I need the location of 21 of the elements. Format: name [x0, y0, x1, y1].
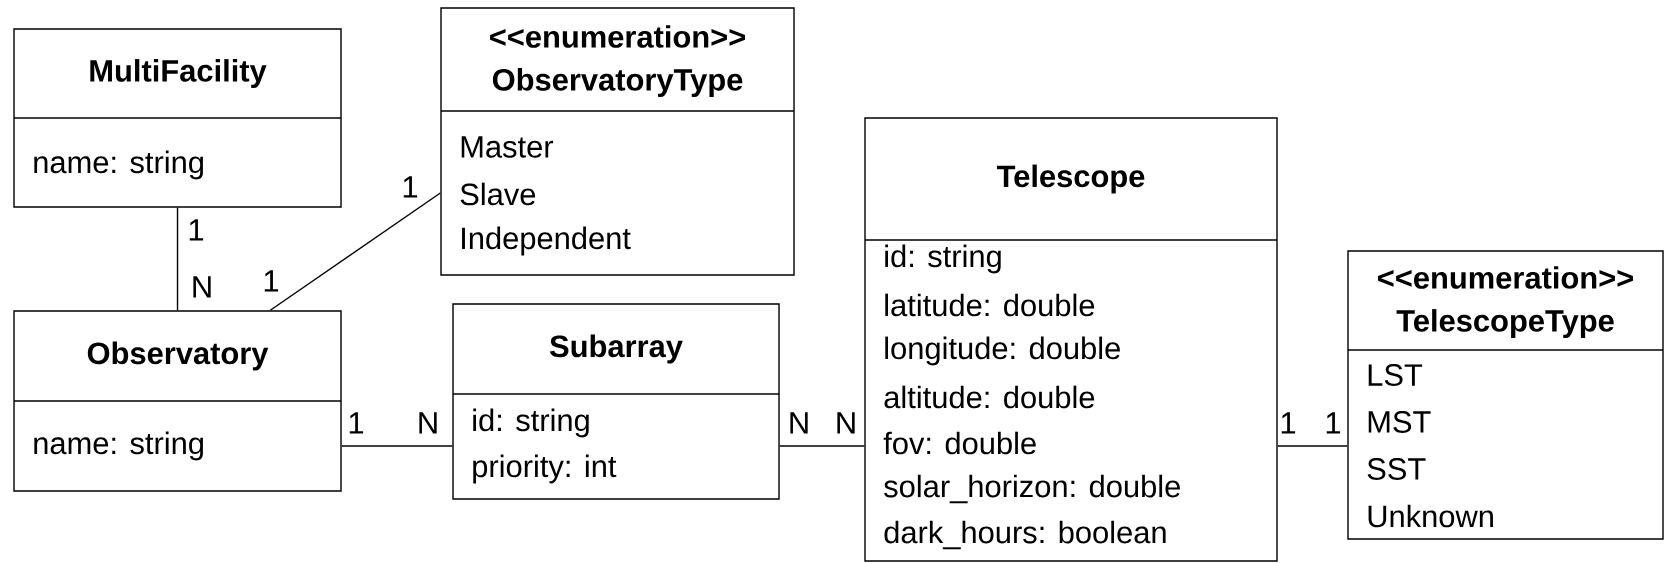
multiplicity-label: 1 [189, 219, 204, 241]
class-box: <<enumeration>> ObservatoryType Master Slave Independent [440, 7, 795, 276]
multiplicity-label: N [837, 412, 855, 434]
association-line [341, 445, 453, 447]
association-line [779, 445, 865, 447]
multiplicity-label: 1 [403, 176, 418, 198]
multiplicity-label: N [193, 276, 211, 298]
class-box: Telescope id: string latitude: double longitude: double altitude: double fov: double solar_horizon: double dark_hours: boolean [864, 117, 1278, 562]
class-box: MultiFacility name: string [13, 28, 342, 208]
multiplicity-label: 1 [264, 270, 279, 292]
multiplicity-label: 1 [1326, 412, 1341, 434]
class-box: Observatory name: string [13, 310, 342, 492]
association-line [1277, 445, 1348, 447]
class-box: <<enumeration>> TelescopeType LST MST SST Unknown [1347, 250, 1664, 540]
multiplicity-label: N [419, 412, 437, 434]
multiplicity-label: N [790, 412, 808, 434]
multiplicity-label: 1 [1281, 412, 1296, 434]
association-line [269, 192, 441, 311]
association-line [176, 207, 179, 311]
class-box: Subarray id: string priority: int [452, 303, 780, 500]
multiplicity-label: 1 [349, 412, 364, 434]
